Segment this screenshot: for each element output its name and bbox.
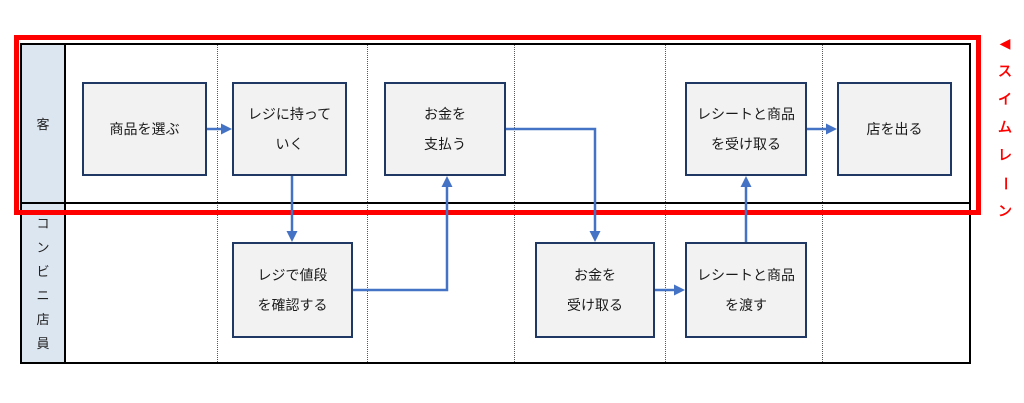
node-pay-money: お金を 支払う [384,82,506,176]
node-receive-receipt-product: レシートと商品 を受け取る [685,82,807,176]
lane-label-clerk: コ ン ビ ニ 店 員 [36,216,50,351]
arrow-pay-money-to-receive-money [506,127,601,242]
node-label: 商品を選ぶ [109,120,180,137]
node-select-product: 商品を選ぶ [82,82,207,176]
node-label: レシートと商品 を受け取る [697,105,795,152]
swimlane-annotation: ◀ ス イ ム レ ー ン [997,35,1014,219]
lane-label-cell-customer: 客 [20,43,66,204]
node-hand-receipt-product: レシートと商品 を渡す [685,242,807,338]
node-label: お金を 受け取る [567,266,623,313]
node-receive-money: お金を 受け取る [535,242,655,338]
node-label: レジで値段 を確認する [257,266,328,313]
lane-label-customer: 客 [36,117,50,132]
node-check-price: レジで値段 を確認する [232,242,353,338]
node-label: 店を出る [866,120,923,137]
node-bring-to-register: レジに持って いく [232,82,347,176]
lane-label-cell-clerk: コ ン ビ ニ 店 員 [20,204,66,364]
node-leave-store: 店を出る [837,82,952,176]
node-label: レシートと商品 を渡す [697,266,795,313]
node-label: お金を 支払う [424,105,466,152]
left-pointer-icon: ◀ [999,35,1011,51]
node-label: レジに持って いく [247,105,332,152]
lane-divider [20,202,971,204]
